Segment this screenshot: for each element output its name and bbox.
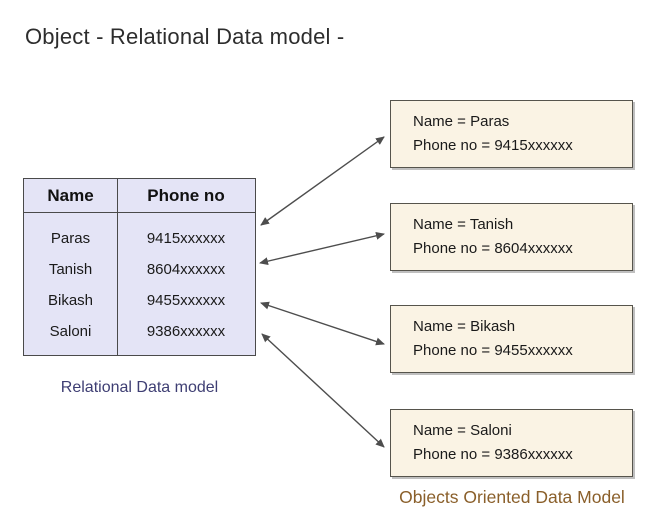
object-phone-line: Phone no = 9455xxxxxx: [413, 342, 573, 359]
cell-phone: 9415xxxxxx: [146, 230, 226, 247]
column-header-phone: Phone no: [147, 185, 225, 205]
cell-name: Paras: [50, 230, 91, 247]
object-box-bikash: Name = Bikash Phone no = 9455xxxxxx: [390, 305, 633, 373]
objects-caption: Objects Oriented Data Model: [399, 487, 625, 507]
column-divider: [117, 179, 118, 355]
object-name-line: Name = Paras: [413, 113, 510, 130]
cell-name: Bikash: [47, 292, 94, 309]
page-title: Object - Relational Data model -: [25, 24, 345, 49]
column-header-name: Name: [47, 185, 94, 205]
object-box-saloni: Name = Saloni Phone no = 9386xxxxxx: [390, 409, 633, 477]
cell-phone: 9386xxxxxx: [146, 323, 226, 340]
object-phone-line: Phone no = 9386xxxxxx: [413, 446, 573, 463]
table-row: Paras 9415xxxxxx: [24, 223, 255, 254]
object-box-paras: Name = Paras Phone no = 9415xxxxxx: [390, 100, 633, 168]
cell-name: Tanish: [48, 261, 93, 278]
arrow-saloni: [261, 333, 385, 448]
object-box-tanish: Name = Tanish Phone no = 8604xxxxxx: [390, 203, 633, 271]
object-name-line: Name = Saloni: [413, 422, 512, 439]
table-row: Saloni 9386xxxxxx: [24, 316, 255, 347]
arrow-bikash: [260, 301, 385, 346]
table-row: Tanish 8604xxxxxx: [24, 254, 255, 285]
object-name-line: Name = Bikash: [413, 318, 516, 335]
arrow-tanish: [259, 231, 385, 266]
cell-phone: 8604xxxxxx: [146, 261, 226, 278]
relational-table: Name Phone no Paras 9415xxxxxx Tanish 86…: [23, 178, 256, 356]
object-phone-line: Phone no = 8604xxxxxx: [413, 240, 573, 257]
table-header-row: Name Phone no: [24, 179, 255, 213]
relational-caption: Relational Data model: [60, 379, 219, 396]
cell-phone: 9455xxxxxx: [146, 292, 226, 309]
table-row: Bikash 9455xxxxxx: [24, 285, 255, 316]
table-body: Paras 9415xxxxxx Tanish 8604xxxxxx Bikas…: [24, 213, 255, 347]
object-phone-line: Phone no = 9415xxxxxx: [413, 137, 573, 154]
cell-name: Saloni: [49, 323, 92, 340]
arrow-paras: [260, 136, 385, 226]
object-name-line: Name = Tanish: [413, 216, 514, 233]
